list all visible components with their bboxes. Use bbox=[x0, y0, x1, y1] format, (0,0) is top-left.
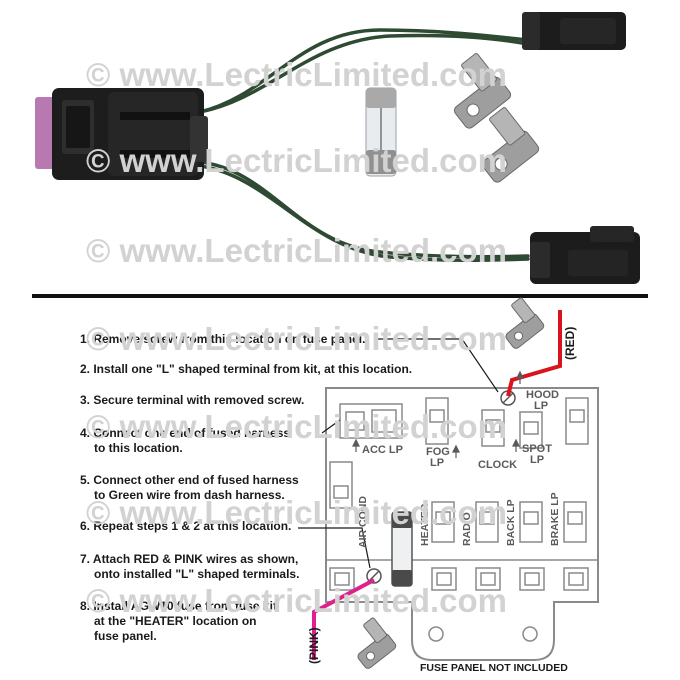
fuse-socket-back bbox=[475, 501, 499, 543]
fuse-socket-spot bbox=[519, 411, 543, 449]
step-5-line-1: 5. Connect other end of fused harness bbox=[80, 473, 299, 487]
acc-lp-connector bbox=[339, 403, 403, 439]
screw-terminal-bottom bbox=[366, 568, 382, 584]
mount-hole-right bbox=[522, 626, 538, 642]
step-7-line-1: 7. Attach RED & PINK wires as shown, bbox=[80, 552, 298, 566]
watermark-7: © www.LectricLimited.com bbox=[86, 582, 507, 619]
fuse-socket-clock bbox=[481, 409, 505, 447]
watermark-1: © www.LectricLimited.com bbox=[86, 56, 507, 93]
step-8-line-3: fuse panel. bbox=[94, 629, 157, 643]
fuse-socket-hood bbox=[565, 397, 589, 445]
fuse-socket-brake bbox=[519, 501, 543, 543]
label-back-lp: BACK LP bbox=[505, 499, 517, 546]
label-spot-line1: SPOT bbox=[522, 443, 552, 455]
label-radio: RADIO bbox=[461, 512, 473, 546]
label-clock: CLOCK bbox=[478, 459, 517, 471]
step-8-line-2: at the "HEATER" location on bbox=[94, 614, 257, 628]
label-acc-lp: ACC LP bbox=[362, 444, 403, 456]
l-terminal-2 bbox=[481, 107, 540, 183]
label-fog-line2: LP bbox=[430, 457, 444, 469]
glass-fuse bbox=[365, 87, 397, 177]
fuse-socket-fog bbox=[425, 397, 449, 445]
fuse-socket-air-cond bbox=[329, 461, 353, 509]
top-connector bbox=[522, 12, 626, 50]
l-terminal-top bbox=[505, 297, 545, 349]
product-photo bbox=[35, 12, 640, 284]
screw-terminal-top bbox=[500, 390, 516, 406]
fuse-panel-diagram: ACC LP FOG LP HOOD LP CLOCK SPOT LP AIR … bbox=[298, 297, 599, 674]
pink-wire bbox=[312, 578, 375, 660]
step-4-line-1: 4. Connect one end of fused harness bbox=[80, 426, 290, 440]
pointer-lines bbox=[298, 338, 499, 569]
label-pink-wire: (PINK) bbox=[307, 627, 321, 664]
mount-hole-left bbox=[428, 626, 444, 642]
green-wires bbox=[198, 28, 530, 262]
bottom-connector bbox=[530, 226, 640, 284]
heater-fuse bbox=[391, 511, 413, 587]
instruction-steps: 1. Remove screw from this location on fu… bbox=[80, 332, 412, 643]
step-5-line-2: to Green wire from dash harness. bbox=[94, 488, 285, 502]
label-arrows bbox=[352, 370, 524, 458]
fuse-holder bbox=[35, 88, 208, 180]
l-terminal-1 bbox=[453, 53, 512, 129]
watermark-6: © www.LectricLimited.com bbox=[86, 494, 507, 531]
footer-note: FUSE PANEL NOT INCLUDED bbox=[420, 662, 568, 674]
step-6-line-1: 6. Repeat steps 1 & 2 at this location. bbox=[80, 519, 291, 533]
watermark-2: © www.LectricLimited.com bbox=[86, 142, 507, 179]
fuse-socket-radio bbox=[431, 501, 455, 543]
watermark-4: © www.LectricLimited.com bbox=[86, 320, 507, 357]
step-2-line-1: 2. Install one "L" shaped terminal from … bbox=[80, 362, 412, 376]
watermark-3: © www.LectricLimited.com bbox=[86, 232, 507, 269]
terminal-row bbox=[329, 567, 589, 591]
label-air-cond: AIR COND bbox=[357, 496, 369, 548]
red-wire bbox=[506, 310, 562, 397]
label-hood-line2: LP bbox=[534, 400, 548, 412]
step-3-line-1: 3. Secure terminal with removed screw. bbox=[80, 393, 304, 407]
fuse-panel-outline bbox=[325, 387, 599, 661]
label-heater: HEATER bbox=[419, 503, 431, 546]
step-8-line-1: 8. Install AGW10 fuse from fuse kit bbox=[80, 599, 277, 613]
fuse-socket-extra bbox=[563, 501, 587, 543]
label-red-wire: (RED) bbox=[563, 327, 577, 360]
label-brake-lp: BRAKE LP bbox=[549, 492, 561, 546]
step-7-line-2: onto installed "L" shaped terminals. bbox=[94, 567, 299, 581]
label-fog-line1: FOG bbox=[426, 446, 450, 458]
l-terminal-bottom bbox=[357, 617, 397, 669]
watermarks: © www.LectricLimited.com © www.LectricLi… bbox=[86, 56, 507, 619]
watermark-5: © www.LectricLimited.com bbox=[86, 408, 507, 445]
label-hood-line1: HOOD bbox=[526, 389, 559, 401]
step-1-line-1: 1. Remove screw from this location on fu… bbox=[80, 332, 365, 346]
step-4-line-2: to this location. bbox=[94, 441, 183, 455]
label-spot-line2: LP bbox=[530, 454, 544, 466]
